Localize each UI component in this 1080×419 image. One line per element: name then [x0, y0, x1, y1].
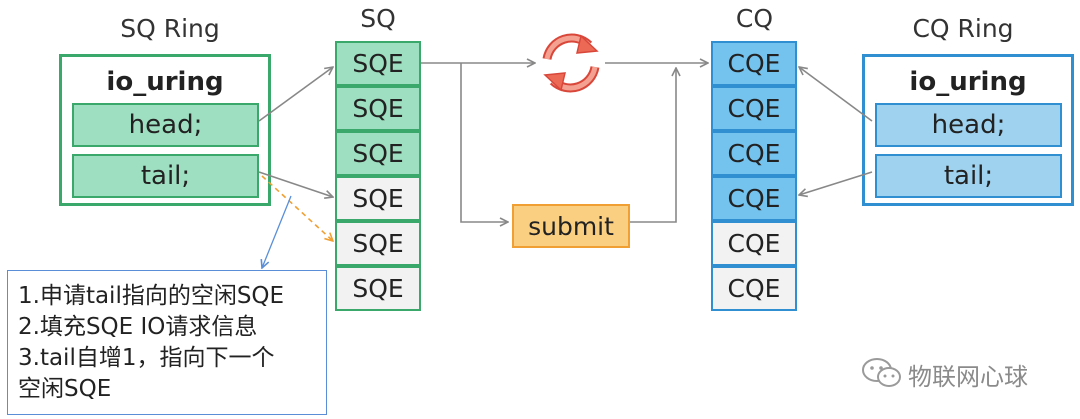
note-line-2: 2.填充SQE IO请求信息: [18, 314, 258, 340]
cq-ring-tail-field: tail;: [875, 154, 1062, 198]
sq-ring-struct-name: io_uring: [106, 67, 224, 97]
sq-to-submit-arrow: [460, 63, 508, 222]
note-line-3: 3.tail自增1，指向下一个: [18, 345, 275, 371]
wechat-icon: [862, 358, 901, 387]
cq-title: CQ: [735, 4, 774, 33]
sq-tail-pointer-arrow: [258, 171, 333, 197]
sq-entry-1: SQE: [335, 86, 421, 131]
cq-entry-3: CQE: [711, 176, 797, 221]
submit-box: submit: [512, 204, 630, 248]
cq-entry-1: CQE: [711, 86, 797, 131]
sq-tail-advance-arrow: [261, 175, 333, 241]
cq-head-pointer-arrow: [799, 67, 873, 122]
cq-ring-head-field: head;: [875, 103, 1062, 147]
sq-ring-tail-field: tail;: [72, 154, 259, 198]
cq-entry-4: CQE: [711, 221, 797, 266]
cq-entry-0: CQE: [711, 41, 797, 86]
refresh-cycle-icon: [542, 33, 600, 93]
sq-title: SQ: [360, 4, 396, 33]
sq-entry-4: SQE: [335, 221, 421, 266]
cq-entry-5: CQE: [711, 266, 797, 311]
steps-note-box: 1.申请tail指向的空闲SQE 2.填充SQE IO请求信息 3.tail自增…: [7, 270, 327, 415]
sq-ring-head-field: head;: [72, 103, 259, 147]
note-line-4: 空闲SQE: [18, 376, 112, 402]
sq-ring-box: io_uring head; tail;: [59, 54, 271, 206]
cq-ring-box: io_uring head; tail;: [862, 54, 1074, 206]
sq-entry-3: SQE: [335, 176, 421, 221]
watermark-text: 物联网心球: [908, 363, 1028, 391]
sq-entry-5: SQE: [335, 266, 421, 311]
sq-entry-2: SQE: [335, 131, 421, 176]
note-line-1: 1.申请tail指向的空闲SQE: [18, 283, 285, 309]
cq-ring-struct-name: io_uring: [909, 67, 1027, 97]
cq-ring-title: CQ Ring: [912, 14, 1014, 43]
cq-tail-pointer-arrow: [799, 171, 873, 195]
sq-entry-0: SQE: [335, 41, 421, 86]
sq-ring-title: SQ Ring: [120, 14, 220, 43]
note-pointer-arrow: [262, 195, 292, 268]
submit-to-cq-arrow: [630, 68, 676, 223]
cq-entry-2: CQE: [711, 131, 797, 176]
sq-head-pointer-arrow: [258, 67, 333, 122]
